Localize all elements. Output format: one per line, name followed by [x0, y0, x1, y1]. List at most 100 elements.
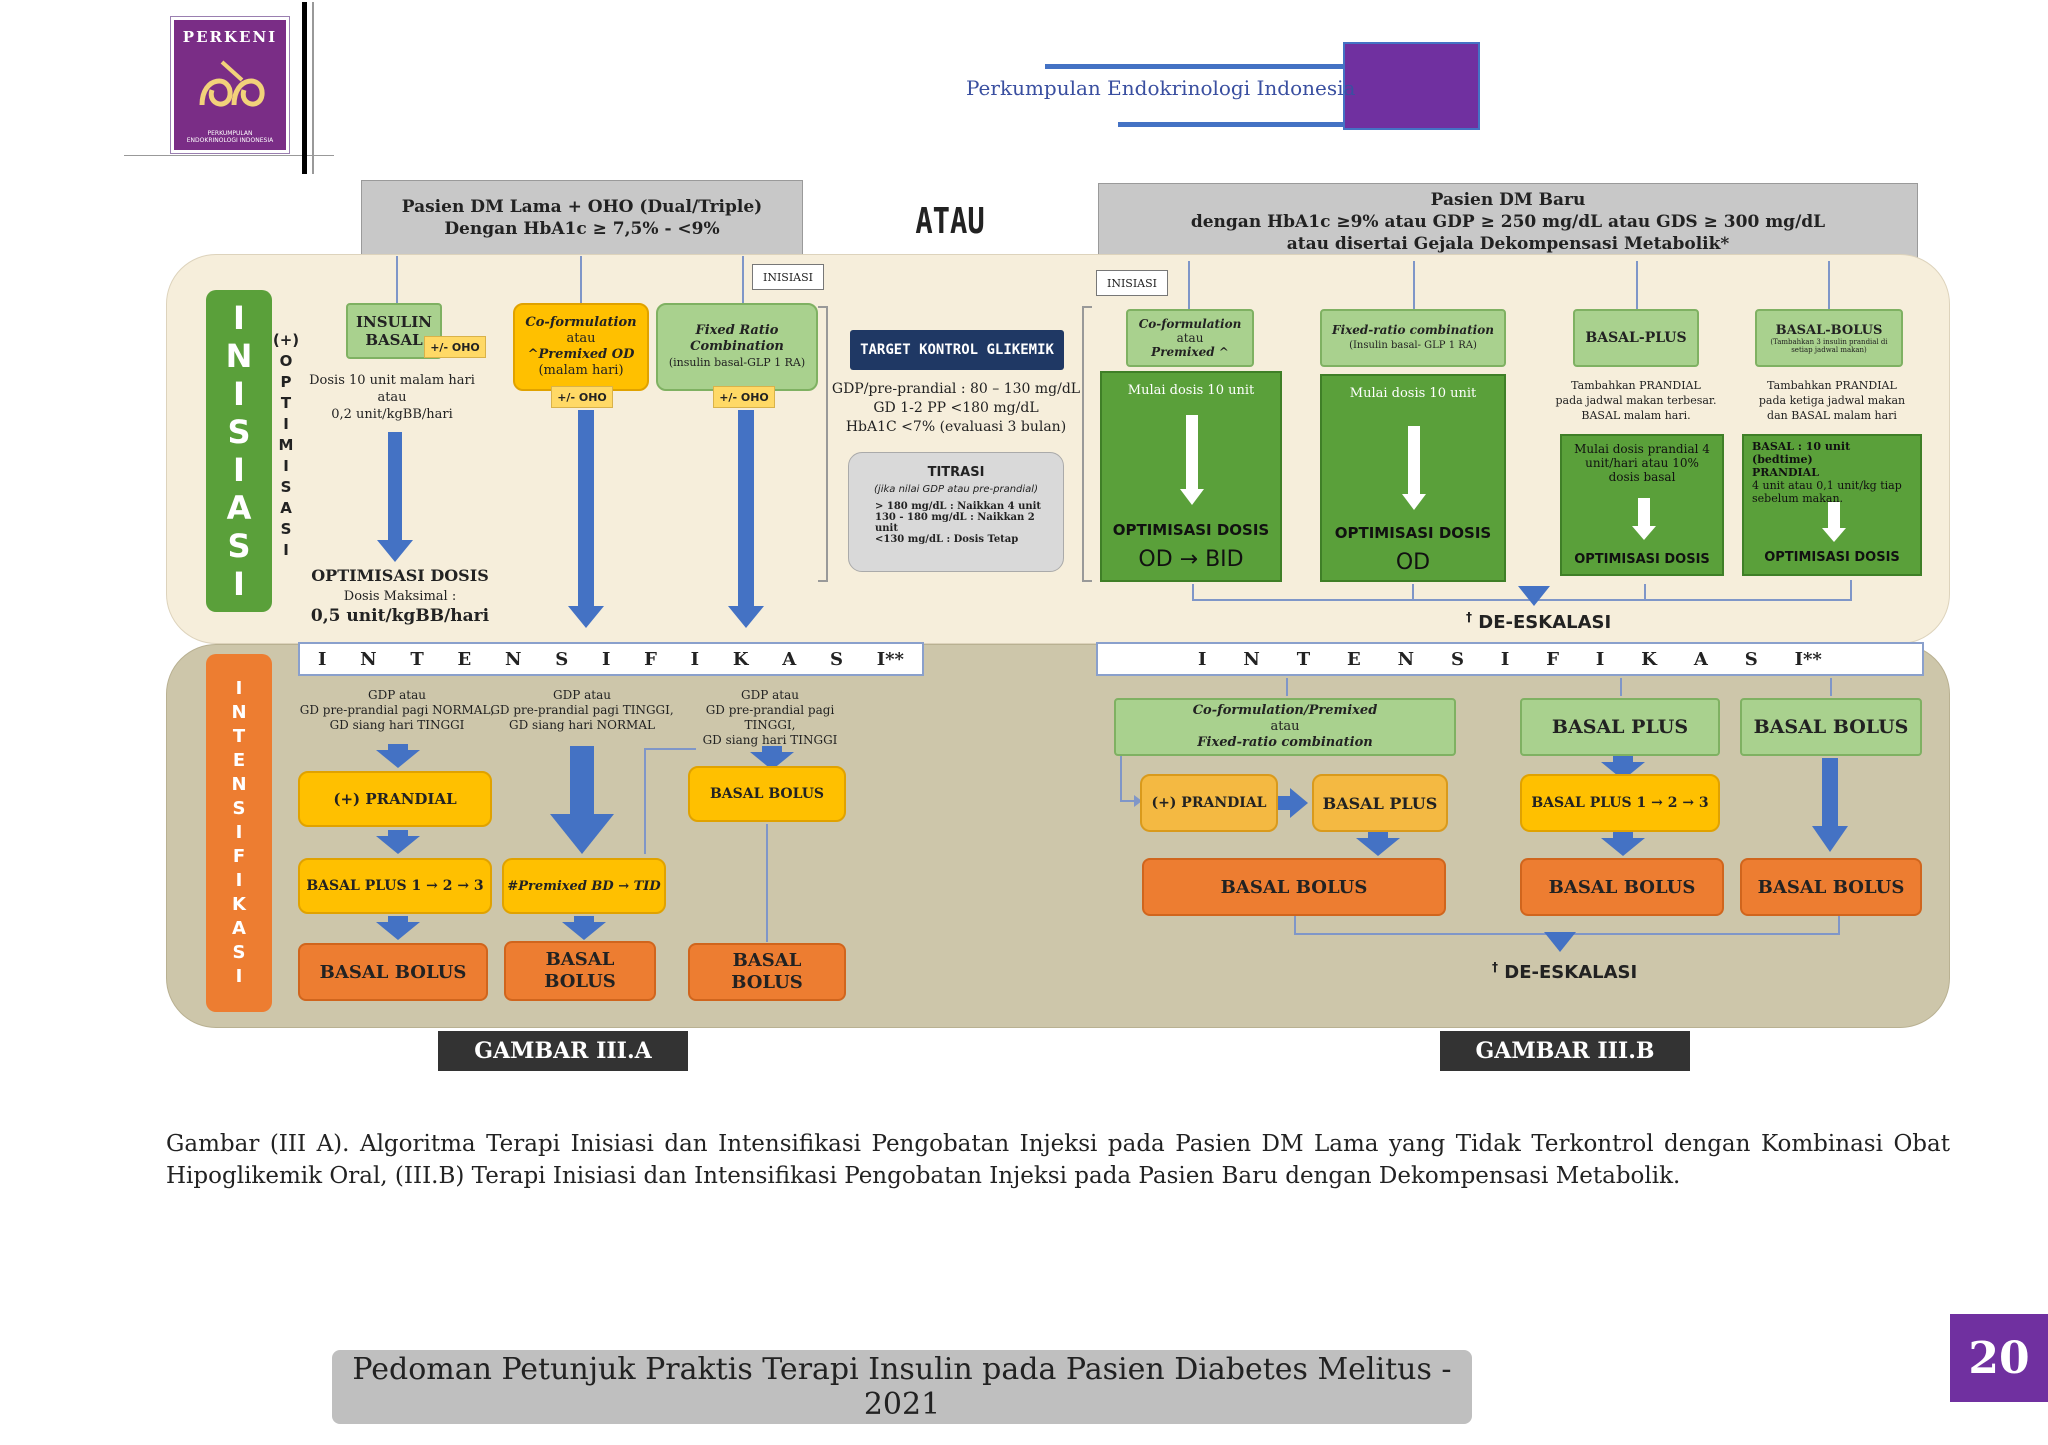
white-arrow-head: [1402, 494, 1426, 510]
left-patient-line1: Pasien DM Lama + OHO (Dual/Triple): [401, 197, 763, 217]
deeskalasi-top: † DE-ESKALASI: [1466, 610, 1612, 633]
int-basal-plus-box: BASAL PLUS: [1312, 774, 1448, 832]
target-text: GDP/pre-prandial : 80 – 130 mg/dL GD 1-2…: [831, 381, 1081, 435]
int-prandial-box: (+) PRANDIAL: [1140, 774, 1278, 832]
arrow-down-short: [376, 916, 420, 942]
basal-plus-box: BASAL-PLUS: [1573, 309, 1699, 367]
arrow-head: [1812, 826, 1848, 852]
arrow-down: [578, 410, 594, 606]
header-bar-bottom: [1118, 122, 1388, 127]
arrow-down-short: [750, 746, 794, 772]
arrow-down: [388, 432, 402, 542]
connector: [766, 824, 768, 942]
atau-label: ATAU: [915, 200, 985, 242]
connector: [1828, 261, 1830, 309]
white-arrow-icon: [1186, 415, 1198, 491]
inisiasi-tag-left: INISIASI: [752, 264, 824, 290]
premixed-bd-tid-box: #Premixed BD → TID: [502, 858, 666, 914]
white-arrow-icon: [1828, 502, 1840, 530]
connector: [1413, 261, 1415, 309]
basal-bolus-box: BASAL-BOLUS (Tambahkan 3 insulin prandia…: [1755, 309, 1903, 367]
basal-plus-seq-a: BASAL PLUS 1 → 2 → 3: [298, 858, 492, 914]
arrow-down: [738, 410, 754, 606]
arrow-down-short: [562, 916, 606, 942]
oho-badge-fixed: +/- OHO: [713, 386, 775, 408]
optimisasi-left: OPTIMISASI DOSIS Dosis Maksimal : 0,5 un…: [310, 566, 490, 626]
right-patient-line3: atau disertai Gejala Dekompensasi Metabo…: [1286, 234, 1730, 254]
int-basal-plus-seq: BASAL PLUS 1 → 2 → 3: [1520, 774, 1720, 832]
c2-optimisasi-box: Mulai dosis 10 unit OPTIMISASI DOSIS OD: [1320, 374, 1506, 582]
header-bar-top: [1045, 64, 1345, 69]
arrow-down-short: [376, 830, 420, 856]
basal-plus-desc: Tambahkan PRANDIAL pada jadwal makan ter…: [1555, 379, 1717, 422]
right-patient-line1: Pasien DM Baru: [1430, 190, 1586, 210]
deeskalasi-line: [1850, 580, 1852, 600]
arrow-head: [550, 814, 614, 854]
connector: [1636, 261, 1638, 309]
basal-bolus-desc: Tambahkan PRANDIAL pada ketiga jadwal ma…: [1758, 379, 1906, 422]
deeskalasi-bottom: † DE-ESKALASI: [1492, 960, 1638, 983]
connector: [1286, 678, 1288, 696]
titrasi-box: TITRASI (jika nilai GDP atau pre-prandia…: [848, 452, 1064, 572]
header-purple-block: [1343, 42, 1480, 130]
oho-badge-coform: +/- OHO: [551, 386, 613, 408]
c3-optimisasi-box: Mulai dosis prandial 4 unit/hari atau 10…: [1560, 434, 1724, 576]
right-patient-box: Pasien DM Baru dengan HbA1c ≥9% atau GDP…: [1098, 183, 1918, 261]
connector: [742, 256, 744, 306]
org-name: Perkumpulan Endokrinologi Indonesia: [966, 76, 1356, 100]
logo-title: PERKENI: [182, 28, 278, 46]
logo-emblem-icon: [199, 60, 265, 107]
arrow-head: [568, 606, 604, 628]
logo-subtitle: PERKUMPULAN ENDOKRINOLOGI INDONESIA: [186, 130, 274, 144]
arrow-head: [377, 540, 413, 562]
connector: [1188, 261, 1190, 309]
deeskalasi-arrow-icon: [1518, 586, 1550, 606]
perkeni-logo: PERKENI PERKUMPULAN ENDOKRINOLOGI INDONE…: [170, 16, 290, 154]
int-basal-bolus-1: BASAL BOLUS: [1142, 858, 1446, 916]
arrow-down: [570, 746, 594, 816]
c1-optimisasi-box: Mulai dosis 10 unit OPTIMISASI DOSIS OD …: [1100, 371, 1282, 582]
oho-badge-basal: +/- OHO: [424, 336, 486, 358]
c4-optimisasi-box: BASAL : 10 unit (bedtime) PRANDIAL 4 uni…: [1742, 434, 1922, 576]
arrow-head: [728, 606, 764, 628]
int-basal-bolus-2: BASAL BOLUS: [1520, 858, 1724, 916]
deeskalasi-arrow-icon: [1544, 932, 1576, 952]
prandial-box-a: (+) PRANDIAL: [298, 771, 492, 827]
connector: [396, 256, 398, 306]
connector: [1120, 800, 1138, 802]
coformulation-premixed-box: Co-formulation atau Premixed ^: [1126, 309, 1254, 367]
white-arrow-icon: [1408, 426, 1420, 496]
inisiasi-tag-right: INISIASI: [1096, 270, 1168, 296]
deeskalasi-line: [1294, 916, 1296, 934]
int-coform-box: Co-formulation/Premixed atau Fixed-ratio…: [1114, 698, 1456, 756]
figure-caption: Gambar (III A). Algoritma Terapi Inisias…: [166, 1131, 1950, 1189]
white-arrow-icon: [1638, 498, 1650, 528]
connector: [1620, 678, 1622, 696]
insulin-basal-box: INSULIN BASAL: [346, 303, 442, 359]
left-patient-line2: Dengan HbA1c ≥ 7,5% - <9%: [444, 219, 720, 239]
coformulation-box: Co-formulation atau ^Premixed OD (malam …: [513, 303, 649, 391]
deeskalasi-line: [1192, 584, 1194, 600]
int-basal-bolus-title: BASAL BOLUS: [1740, 698, 1922, 756]
footer-bar: Pedoman Petunjuk Praktis Terapi Insulin …: [332, 1350, 1472, 1424]
header-vertical-rule: [302, 2, 307, 174]
header-vertical-rule-thin: [312, 2, 314, 174]
basal-bolus-a: BASAL BOLUS: [298, 943, 488, 1001]
fixed-ratio-box: Fixed Ratio Combination (insulin basal-G…: [656, 303, 818, 391]
deeskalasi-line: [1838, 916, 1840, 934]
header-rule-left: [124, 155, 334, 156]
connector: [644, 748, 696, 750]
gambar-a-label: GAMBAR III.A: [438, 1031, 688, 1071]
int-basal-plus-title: BASAL PLUS: [1520, 698, 1720, 756]
int-c-condition: GDP atau GD pre-prandial pagi TINGGI, GD…: [702, 688, 838, 747]
arrow-down-short: [1601, 832, 1645, 858]
connector: [580, 256, 582, 306]
arrow-right-icon: [1278, 788, 1314, 818]
right-patient-line2: dengan HbA1c ≥9% atau GDP ≥ 250 mg/dL at…: [1190, 212, 1826, 232]
left-patient-box: Pasien DM Lama + OHO (Dual/Triple) Denga…: [361, 180, 803, 256]
arrow-down: [1822, 758, 1838, 828]
